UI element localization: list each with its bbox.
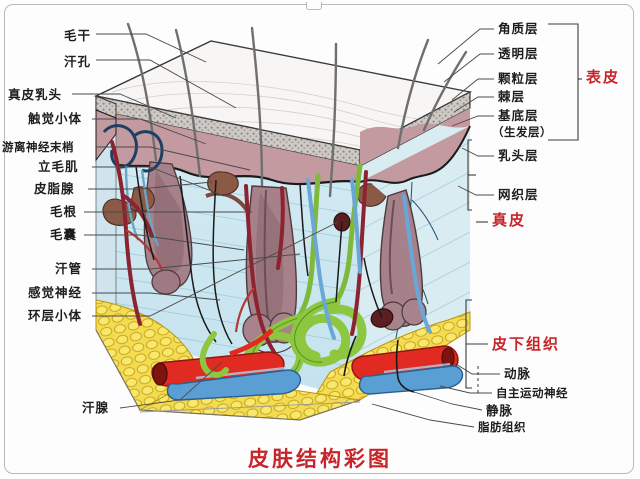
label-papillary-layer: 乳头层 bbox=[498, 148, 539, 163]
label-sweat-pore: 汗孔 bbox=[64, 54, 92, 69]
label-free-nerve-ending: 游离神经末梢 bbox=[2, 140, 74, 154]
label-stratum-lucidum: 透明层 bbox=[498, 46, 539, 61]
label-autonomic-motor-nerve: 自主运动神经 bbox=[496, 386, 568, 400]
label-hair-shaft: 毛干 bbox=[64, 28, 92, 43]
label-hair-follicle: 毛囊 bbox=[50, 227, 78, 242]
label-sweat-gland: 汗腺 bbox=[82, 400, 110, 415]
label-lamellar-corpuscle: 环层小体 bbox=[28, 308, 83, 323]
label-stratum-granulosum: 颗粒层 bbox=[498, 71, 539, 86]
label-subcutaneous-tissue-group: 皮下组织 bbox=[492, 335, 561, 353]
label-tactile-corpuscle: 触觉小体 bbox=[28, 111, 83, 126]
label-artery: 动脉 bbox=[504, 366, 532, 381]
label-stratum-corneum: 角质层 bbox=[498, 21, 539, 36]
frame-notch bbox=[306, 2, 322, 10]
label-sweat-duct: 汗管 bbox=[55, 261, 83, 276]
label-sebaceous-gland: 皮脂腺 bbox=[34, 181, 75, 196]
label-reticular-layer: 网织层 bbox=[498, 187, 539, 202]
label-sensory-nerve: 感觉神经 bbox=[28, 285, 83, 300]
label-dermal-papilla: 真皮乳头 bbox=[8, 87, 63, 102]
label-adipose-tissue: 脂肪组织 bbox=[478, 420, 526, 434]
label-epidermis-group: 表皮 bbox=[586, 68, 621, 86]
label-arrector-pili-muscle: 立毛肌 bbox=[38, 159, 79, 174]
label-germinal-layer: （生发层） bbox=[492, 125, 552, 139]
label-dermis-group: 真皮 bbox=[492, 211, 527, 229]
label-vein: 静脉 bbox=[486, 403, 514, 418]
figure-title: 皮肤结构彩图 bbox=[248, 447, 392, 471]
label-hair-root: 毛根 bbox=[50, 204, 78, 219]
label-stratum-spinosum: 棘层 bbox=[498, 89, 526, 104]
label-stratum-basale: 基底层 bbox=[498, 108, 539, 123]
